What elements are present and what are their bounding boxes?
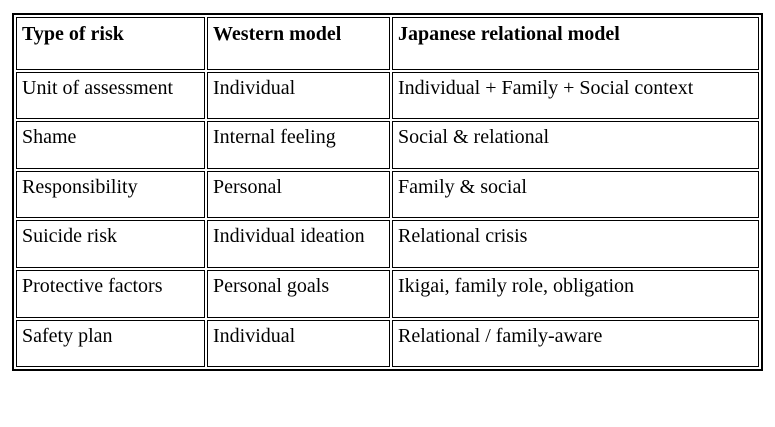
cell-japanese-relational-model: Relational crisis (392, 220, 759, 268)
cell-western-model: Individual (207, 71, 390, 120)
table-row: Safety plan Individual Relational / fami… (16, 319, 759, 368)
cell-western-model: Individual (207, 319, 390, 368)
table-row: Unit of assessment Individual Individual… (16, 71, 759, 120)
cell-type-of-risk: Suicide risk (16, 220, 206, 268)
cell-type-of-risk: Shame (16, 121, 206, 169)
cell-western-model: Individual ideation (207, 220, 390, 268)
cell-japanese-relational-model: Individual + Family + Social context (392, 71, 759, 120)
cell-western-model: Personal (207, 170, 390, 219)
cell-type-of-risk: Protective factors (16, 269, 206, 318)
table-body: Unit of assessment Individual Individual… (16, 71, 759, 368)
table-row: Responsibility Personal Family & social (16, 170, 759, 219)
table-row: Suicide risk Individual ideation Relatio… (16, 220, 759, 268)
cell-japanese-relational-model: Ikigai, family role, obligation (392, 269, 759, 318)
table-header: Type of risk Western model Japanese rela… (16, 17, 759, 70)
table-row: Shame Internal feeling Social & relation… (16, 121, 759, 169)
column-header-japanese-relational-model: Japanese relational model (392, 17, 759, 70)
table-header-row: Type of risk Western model Japanese rela… (16, 17, 759, 70)
cell-japanese-relational-model: Social & relational (392, 121, 759, 169)
cell-type-of-risk: Unit of assessment (16, 71, 206, 120)
cell-japanese-relational-model: Family & social (392, 170, 759, 219)
cell-type-of-risk: Responsibility (16, 170, 206, 219)
column-header-western-model: Western model (207, 17, 390, 70)
cell-western-model: Internal feeling (207, 121, 390, 169)
column-header-type-of-risk: Type of risk (16, 17, 206, 70)
cell-type-of-risk: Safety plan (16, 319, 206, 368)
table-row: Protective factors Personal goals Ikigai… (16, 269, 759, 318)
risk-comparison-table: Type of risk Western model Japanese rela… (12, 13, 763, 372)
cell-japanese-relational-model: Relational / family-aware (392, 319, 759, 368)
cell-western-model: Personal goals (207, 269, 390, 318)
